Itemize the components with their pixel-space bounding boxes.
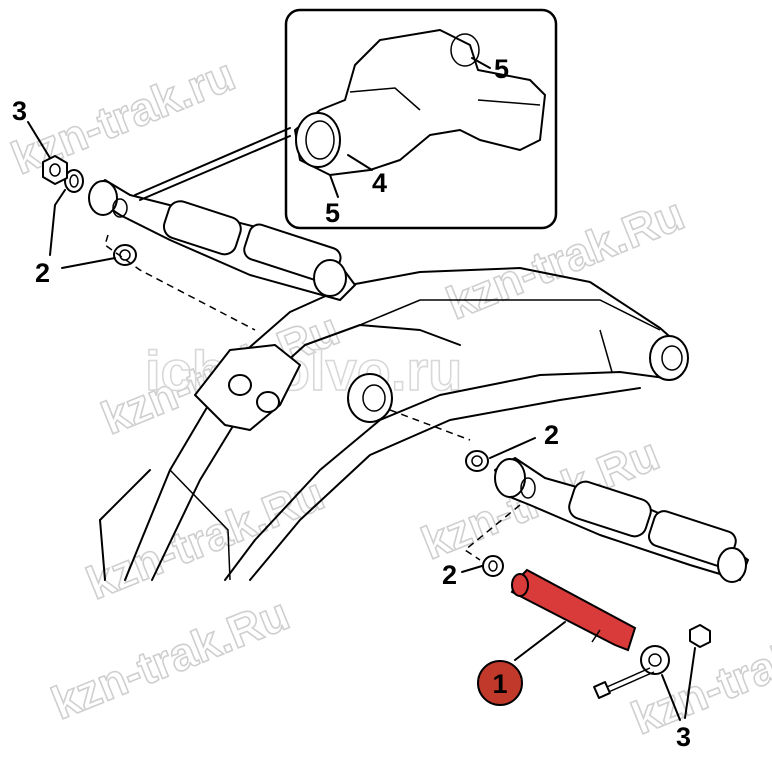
assembly-axes (104, 234, 521, 561)
washer-icon (482, 555, 504, 577)
callout-3-right: 3 (676, 722, 691, 752)
callout-2-right: 2 (544, 420, 559, 450)
watermark-text: kzn-trak.Ru (44, 587, 296, 729)
callout-badge (477, 660, 523, 706)
callouts: 3 2 2 2 3 5 4 5 1 (12, 54, 691, 752)
callout-3-left: 3 (12, 96, 27, 126)
washer-icon (465, 450, 489, 472)
upper-cylinder (88, 179, 356, 301)
nut-icon (42, 155, 68, 185)
callout-5-top: 5 (494, 54, 509, 84)
callout-4: 4 (372, 168, 387, 198)
callout-2-lower: 2 (442, 560, 457, 590)
watermark-text: kzn-trak.Ru (624, 602, 772, 744)
washer-icon (64, 169, 84, 193)
pin-highlighted (510, 568, 637, 652)
hardware (42, 155, 711, 699)
watermark-text: icb-volvo.ru (145, 339, 462, 402)
callout-5-bottom: 5 (325, 198, 340, 228)
pin-body (510, 568, 637, 652)
watermark-text: kzn-trak.Ru (79, 467, 331, 609)
washer-icon (640, 645, 670, 675)
callout-2-upper: 2 (35, 258, 50, 288)
callout-1: 1 (492, 669, 507, 699)
boom (99, 267, 689, 581)
nut-icon (689, 624, 711, 648)
lower-cylinder (494, 457, 749, 583)
inset-detail (134, 8, 558, 230)
washer-icon (113, 244, 137, 266)
leader-lines (27, 57, 696, 721)
